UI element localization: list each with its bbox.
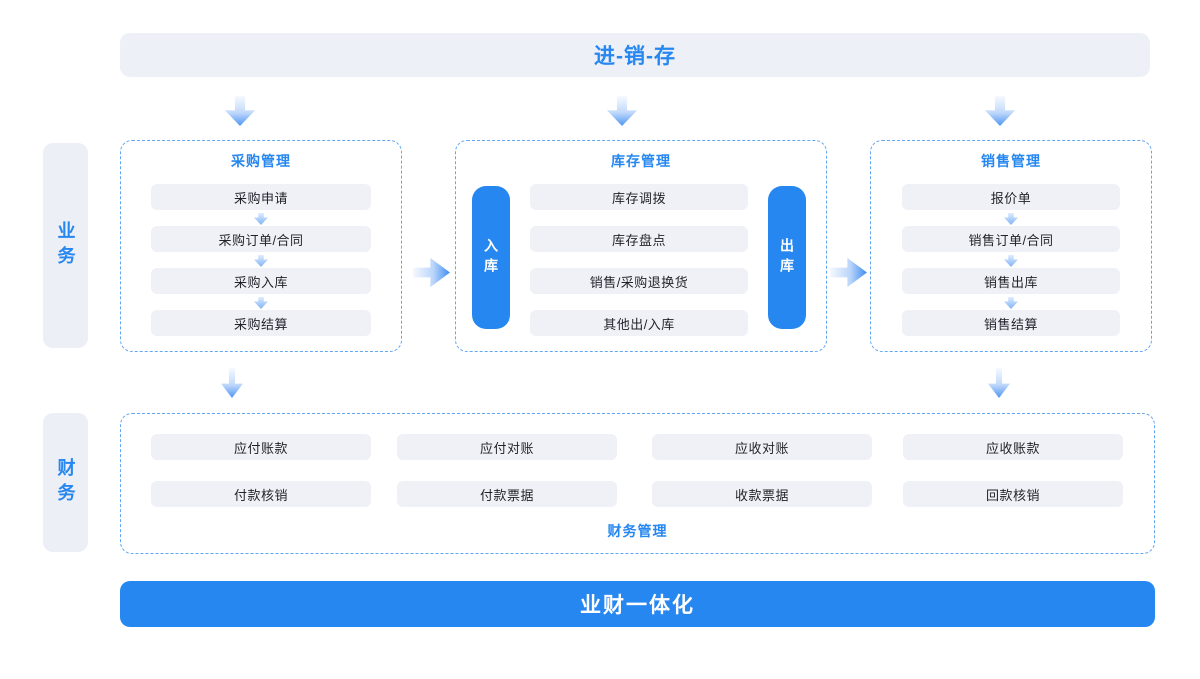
footer-banner: 业财一体化 [120,581,1155,627]
business-side-label-text: 业务 [55,220,76,271]
header-banner: 进-销-存 [120,33,1150,77]
step-arrow-down-icon [1004,297,1018,309]
footer-title: 业财一体化 [580,594,695,617]
flow-item-sales-settlement: 销售结算 [902,310,1120,336]
flow-arrow-down-icon [988,368,1010,398]
flow-item-stock-count: 库存盘点 [530,226,748,252]
flow-arrow-down-icon [985,96,1015,126]
purchase-box-title: 采购管理 [231,153,291,169]
finance-item-receipt-bill: 收款票据 [652,481,872,507]
inbound-pill: 入库 [472,186,510,329]
step-arrow-down-icon [254,255,268,267]
outbound-pill-text: 出库 [779,237,795,278]
flow-item-purchase-request: 采购申请 [151,184,371,210]
finance-side-label: 财务 [43,413,88,552]
flow-item-other-inout: 其他出/入库 [530,310,748,336]
header-title: 进-销-存 [594,45,676,68]
finance-item-payment-writeoff: 付款核销 [151,481,371,507]
finance-item-payable-recon: 应付对账 [397,434,617,460]
flow-item-sales-outbound: 销售出库 [902,268,1120,294]
flow-arrow-right-icon [830,258,867,287]
finance-item-receivable: 应收账款 [903,434,1123,460]
flow-item-sales-order: 销售订单/合同 [902,226,1120,252]
finance-item-receivable-recon: 应收对账 [652,434,872,460]
flow-item-stock-transfer: 库存调拨 [530,184,748,210]
inbound-pill-text: 入库 [483,237,499,278]
inventory-box: 库存管理 入库 库存调拨 库存盘点 销售/采购退换货 其他出/入库 出库 [455,140,827,352]
purchase-box: 采购管理 采购申请 采购订单/合同 采购入库 采购结算 [120,140,402,352]
flow-arrow-down-icon [221,368,243,398]
finance-box-title: 财务管理 [607,523,668,539]
flow-item-purchase-inbound: 采购入库 [151,268,371,294]
flow-item-quotation: 报价单 [902,184,1120,210]
sales-box: 销售管理 报价单 销售订单/合同 销售出库 销售结算 [870,140,1152,352]
flow-arrow-down-icon [607,96,637,126]
step-arrow-down-icon [1004,255,1018,267]
flow-arrow-right-icon [413,258,450,287]
outbound-pill: 出库 [768,186,806,329]
sales-box-title: 销售管理 [981,153,1041,169]
flow-item-returns: 销售/采购退换货 [530,268,748,294]
step-arrow-down-icon [254,297,268,309]
business-side-label: 业务 [43,143,88,348]
step-arrow-down-icon [254,213,268,225]
finance-box: 应付账款 应付对账 应收对账 应收账款 付款核销 付款票据 收款票据 回款核销 … [120,413,1155,554]
finance-item-payable: 应付账款 [151,434,371,460]
finance-item-collection-writeoff: 回款核销 [903,481,1123,507]
inventory-box-title: 库存管理 [611,153,671,169]
finance-item-payment-bill: 付款票据 [397,481,617,507]
flow-item-purchase-settlement: 采购结算 [151,310,371,336]
finance-side-label-text: 财务 [55,457,76,508]
step-arrow-down-icon [1004,213,1018,225]
flow-arrow-down-icon [225,96,255,126]
flow-item-purchase-order: 采购订单/合同 [151,226,371,252]
